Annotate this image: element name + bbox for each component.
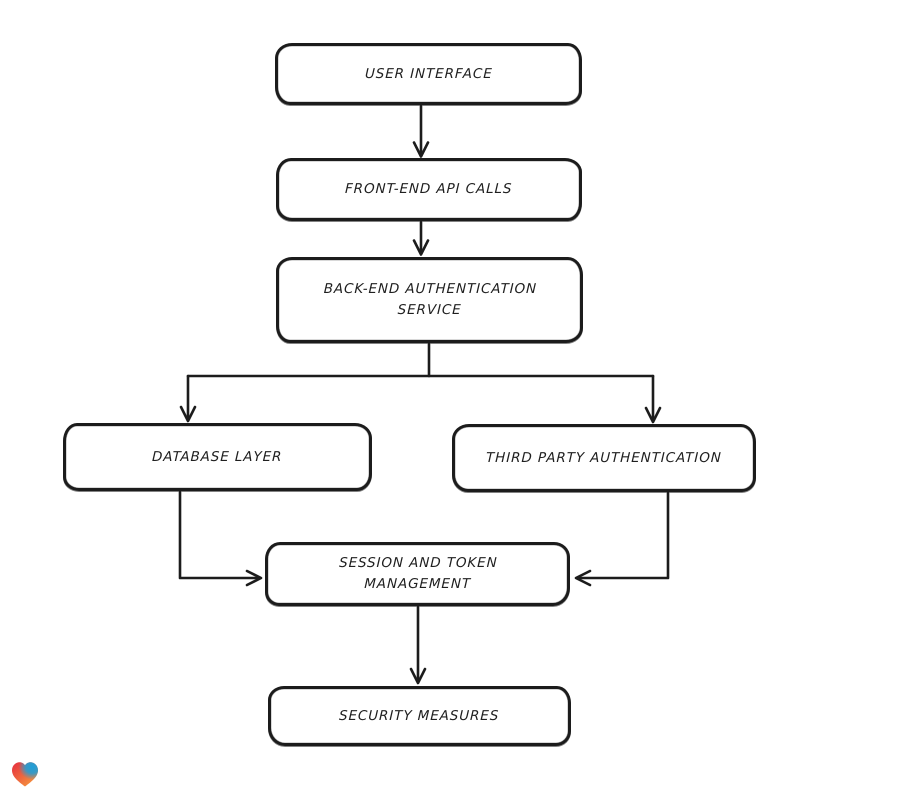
arrowhead-down-icon <box>179 405 197 423</box>
edge-line <box>178 490 259 580</box>
arrowhead-right-icon <box>245 569 263 587</box>
edge-database-layer-to-session-and-token-management <box>178 490 263 587</box>
node-user-interface: USER INTERFACE <box>275 43 582 105</box>
node-third-party-authentication: THIRD PARTY AUTHENTICATION <box>452 424 756 492</box>
edge-third-party-authentication-to-session-and-token-management <box>574 491 670 587</box>
edge-user-interface-to-front-end-api-calls <box>412 104 430 158</box>
arrowhead-left-icon <box>574 569 592 587</box>
node-label: DATABASE LAYER <box>152 448 283 465</box>
heart-gradient-icon <box>12 762 38 787</box>
node-security-measures: SECURITY MEASURES <box>268 686 571 746</box>
edge-front-end-api-calls-to-back-end-authentication-service <box>412 220 430 256</box>
node-label: SECURITY MEASURES <box>339 707 500 724</box>
edge-back-end-authentication-service-branch <box>179 342 662 424</box>
lovable-badge[interactable] <box>10 760 40 788</box>
node-label: SESSION AND TOKEN MANAGEMENT <box>338 555 498 592</box>
arrowhead-down-icon <box>409 667 427 685</box>
arrowhead-down-icon <box>412 141 430 158</box>
node-label: BACK-END AUTHENTICATION SERVICE <box>322 281 537 318</box>
node-label: THIRD PARTY AUTHENTICATION <box>485 449 723 466</box>
node-label: FRONT-END API CALLS <box>345 181 513 198</box>
edge-session-and-token-management-to-security-measures <box>409 605 427 685</box>
node-label: USER INTERFACE <box>364 65 493 82</box>
node-session-and-token-management: SESSION AND TOKEN MANAGEMENT <box>265 542 570 606</box>
node-database-layer: DATABASE LAYER <box>63 423 372 491</box>
arrowhead-down-icon <box>644 406 662 424</box>
node-back-end-authentication-service: BACK-END AUTHENTICATION SERVICE <box>276 257 583 343</box>
edge-line <box>578 491 670 580</box>
node-front-end-api-calls: FRONT-END API CALLS <box>276 158 582 221</box>
arrowhead-down-icon <box>412 239 430 256</box>
